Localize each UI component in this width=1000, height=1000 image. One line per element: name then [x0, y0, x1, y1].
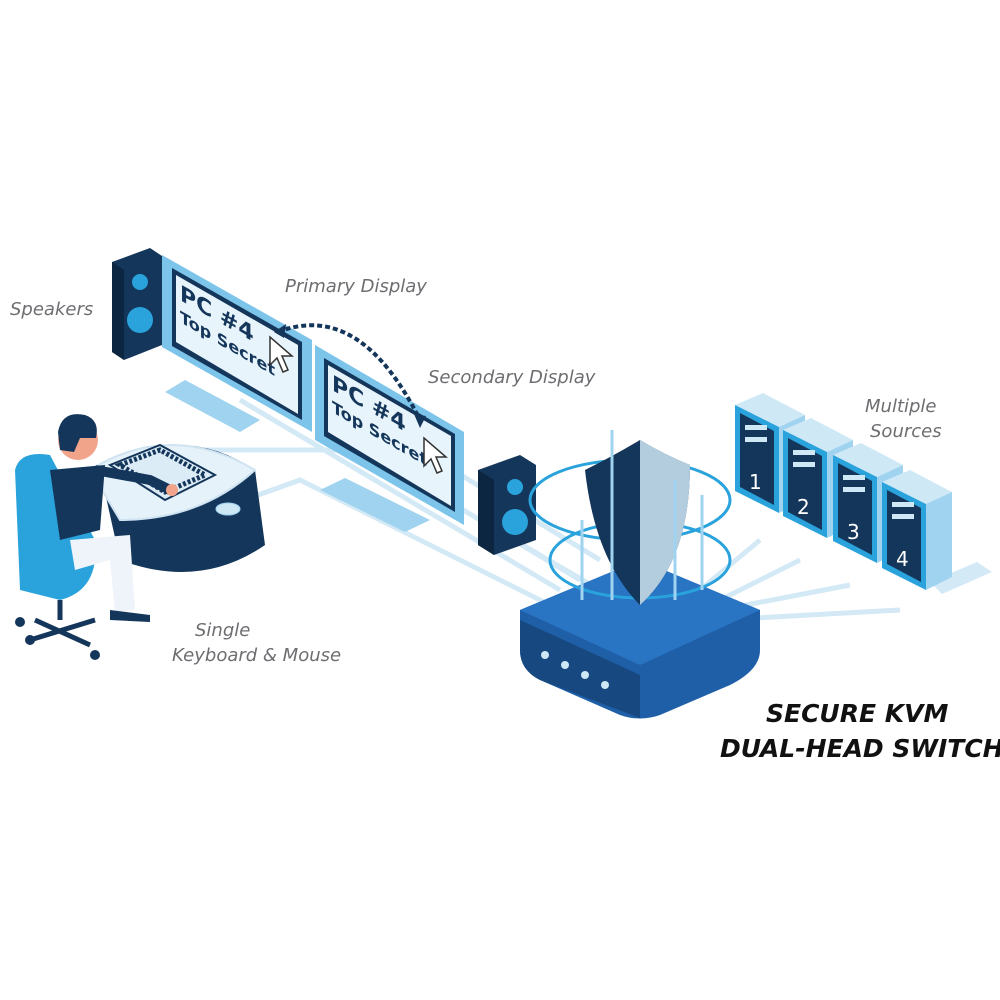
title-line-1: SECURE KVM [766, 699, 948, 728]
secondary-display-label: Secondary Display [428, 367, 596, 388]
source-computers: 1 2 3 4 [735, 393, 992, 594]
source-number: 1 [749, 470, 762, 494]
multiple-sources-label-1: Multiple [865, 396, 937, 417]
secondary-monitor: PC #4 Top Secret [315, 345, 464, 532]
mouse [215, 502, 241, 516]
multiple-sources-label-2: Sources [870, 421, 942, 442]
source-number: 2 [797, 495, 810, 519]
speaker-right [478, 455, 536, 555]
primary-monitor: PC #4 Top Secret [162, 255, 312, 432]
kvm-switch [520, 430, 760, 719]
source-number: 3 [847, 520, 860, 544]
cursor-icon [269, 335, 295, 373]
keyboard-mouse-label-2: Keyboard & Mouse [172, 645, 341, 666]
user-at-desk [15, 414, 178, 660]
cursor-transfer-arrow [277, 323, 422, 421]
source-pc-4: 4 [882, 470, 992, 594]
keyboard-mouse-label-1: Single [195, 620, 250, 641]
speaker-left [112, 248, 162, 360]
source-number: 4 [896, 547, 909, 571]
cursor-icon [423, 436, 449, 474]
title-line-2: DUAL-HEAD SWITCH [720, 734, 1000, 763]
speakers-label: Speakers [10, 299, 93, 320]
primary-display-label: Primary Display [285, 276, 427, 297]
